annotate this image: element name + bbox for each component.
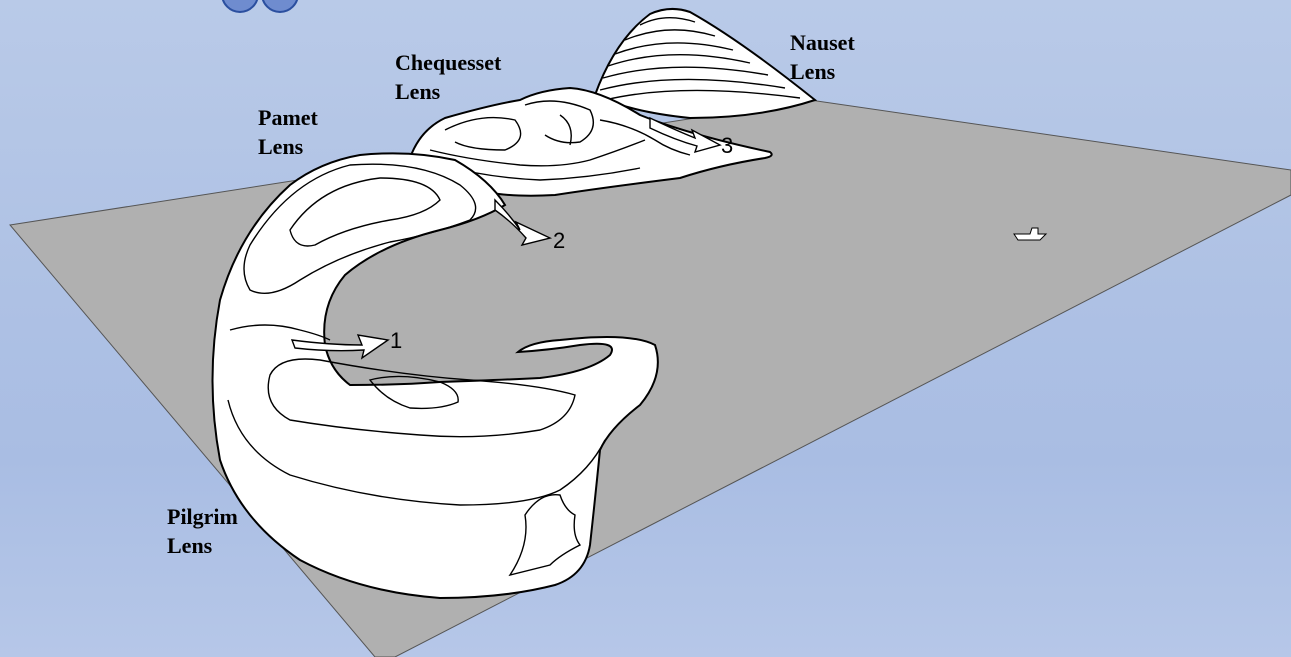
nauset-lens-shape (595, 9, 815, 118)
svg-text:Pamet: Pamet (258, 105, 319, 130)
corner-decoration (222, 0, 298, 12)
label-chequesset: Chequesset Lens (395, 50, 502, 104)
label-pilgrim: Pilgrim Lens (167, 504, 238, 558)
svg-text:Chequesset: Chequesset (395, 50, 502, 75)
svg-text:Lens: Lens (790, 59, 836, 84)
svg-text:Lens: Lens (395, 79, 441, 104)
label-pamet: Pamet Lens (258, 105, 319, 159)
svg-text:Nauset: Nauset (790, 30, 855, 55)
flow-marker-2: 2 (553, 228, 565, 253)
label-nauset: Nauset Lens (790, 30, 855, 84)
flow-marker-3: 3 (721, 133, 733, 158)
svg-text:Lens: Lens (167, 533, 213, 558)
svg-text:Lens: Lens (258, 134, 304, 159)
flow-marker-1: 1 (390, 328, 402, 353)
svg-text:Pilgrim: Pilgrim (167, 504, 238, 529)
